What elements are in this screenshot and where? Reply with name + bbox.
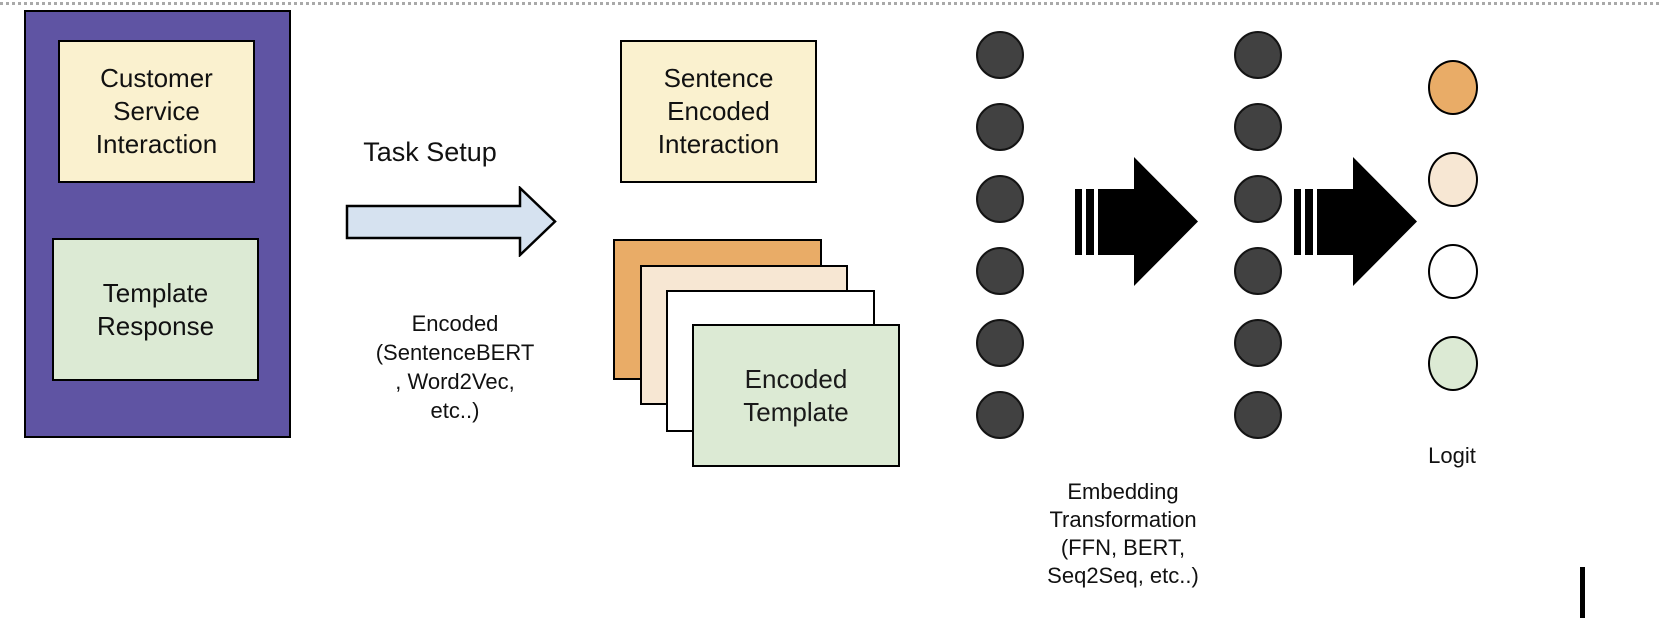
encoder-node-3 (976, 175, 1024, 223)
encoder-node-5 (976, 319, 1024, 367)
logit-circle-1 (1428, 60, 1478, 115)
text-cursor[interactable] (1580, 567, 1585, 618)
transformed-node-column (1234, 31, 1282, 439)
input-group-container: Customer Service Interaction Template Re… (24, 10, 291, 438)
encoding-note-line: Encoded (411, 311, 499, 336)
embedding-note-line: (FFN, BERT, (1060, 535, 1186, 560)
encoded-template-card-green: Encoded Template (692, 324, 900, 467)
encoder-node-1 (976, 31, 1024, 79)
transformed-node-5 (1234, 319, 1282, 367)
transformed-node-2 (1234, 103, 1282, 151)
embedding-transformation-arrow-icon-1 (1075, 157, 1198, 286)
encoder-node-column (976, 31, 1024, 439)
task-setup-title: Task Setup (363, 137, 497, 167)
encoding-note-line: , Word2Vec, (395, 369, 515, 394)
page-top-dotted-border (0, 2, 1660, 5)
transformed-node-1 (1234, 31, 1282, 79)
embedding-note-line: Seq2Seq, etc..) (1047, 563, 1199, 588)
logit-circle-4 (1428, 336, 1478, 391)
template-response-box: Template Response (52, 238, 259, 381)
logit-circle-3 (1428, 244, 1478, 299)
template-response-label: Template Response (96, 277, 215, 341)
encoding-note: Encoded (SentenceBERT , Word2Vec, etc..) (345, 309, 565, 425)
embedding-transformation-note: Embedding Transformation (FFN, BERT, Seq… (1023, 478, 1223, 590)
customer-service-interaction-label: Customer Service Interaction (95, 63, 218, 159)
sentence-encoded-interaction-label: Sentence Encoded Interaction (657, 63, 780, 159)
encoder-node-2 (976, 103, 1024, 151)
customer-service-interaction-box: Customer Service Interaction (58, 40, 255, 183)
embedding-note-line: Embedding (1067, 479, 1179, 504)
encoder-node-6 (976, 391, 1024, 439)
logit-label: Logit (1428, 443, 1476, 468)
logit-column (1428, 60, 1478, 391)
sentence-encoded-interaction-box: Sentence Encoded Interaction (620, 40, 817, 183)
embedding-note-line: Transformation (1049, 507, 1197, 532)
task-setup-arrow-icon (345, 186, 557, 257)
logit-circle-2 (1428, 152, 1478, 207)
encoder-node-4 (976, 247, 1024, 295)
transformed-node-6 (1234, 391, 1282, 439)
encoding-note-line: (SentenceBERT (375, 340, 535, 365)
transformed-node-3 (1234, 175, 1282, 223)
encoded-template-label: Encoded Template (743, 363, 849, 427)
encoding-note-line: etc..) (430, 398, 480, 423)
embedding-transformation-arrow-icon-2 (1294, 157, 1417, 286)
transformed-node-4 (1234, 247, 1282, 295)
